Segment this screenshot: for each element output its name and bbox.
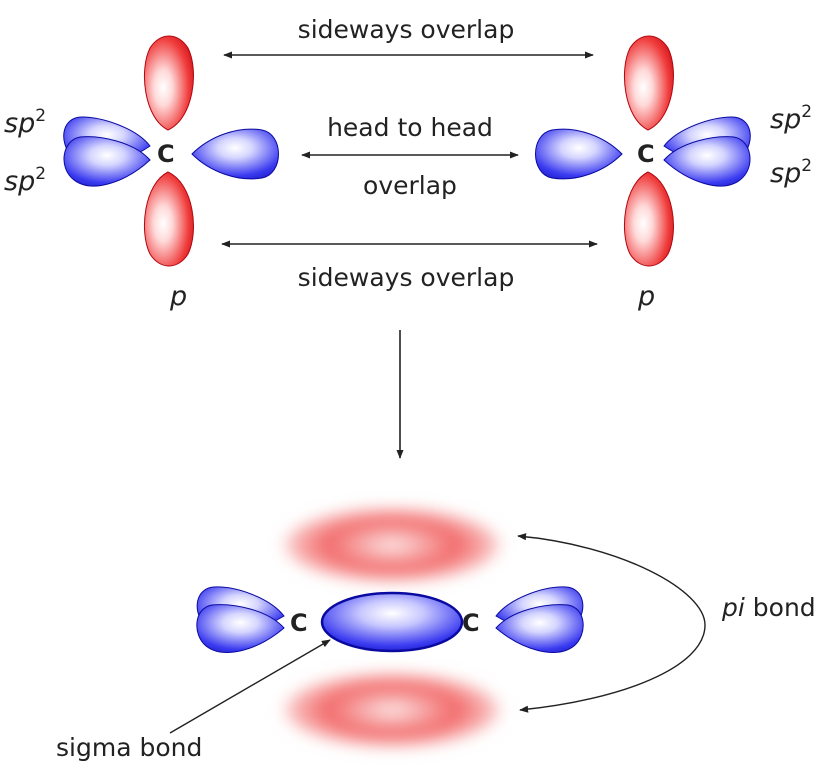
right-sp2-lobe-left	[535, 128, 623, 180]
right-sp2-label-upper: sp2	[770, 102, 812, 135]
sideways-overlap-top-label: sideways overlap	[298, 15, 515, 44]
right-carbon-label: C	[637, 140, 655, 168]
right-p-label: p	[637, 281, 655, 312]
right-sp2-lobe-lower	[663, 136, 751, 187]
pi-cloud-lower	[274, 668, 510, 752]
right-sp2-label-lower: sp2	[770, 156, 812, 189]
left-carbon-orbitals	[63, 35, 279, 267]
pi-bond-clouds	[274, 503, 510, 752]
left-p-lobe-up	[144, 35, 194, 131]
right-p-lobe-down	[624, 171, 674, 267]
left-sp2-label-upper: sp2	[4, 106, 46, 139]
left-p-lobe-down	[144, 171, 194, 267]
pi-bond-label: pi bond	[721, 593, 814, 622]
bottom-left-sp2-lobe-lower	[196, 604, 285, 653]
sigma-bond-label: sigma bond	[56, 733, 202, 762]
left-sp2-lobe-lower	[63, 136, 151, 187]
overlap-label: overlap	[363, 171, 457, 200]
bottom-left-sp2-lobes	[196, 586, 285, 653]
left-carbon-label: C	[157, 140, 175, 168]
sigma-bond-lobe	[320, 591, 464, 653]
right-p-lobe-up	[624, 35, 674, 131]
left-p-label: p	[169, 281, 187, 312]
left-sp2-label-lower: sp2	[4, 164, 46, 197]
bottom-left-carbon-label: C	[290, 609, 308, 637]
left-sp2-lobe-right	[191, 128, 279, 180]
sigma-bond-callout-arrow	[169, 639, 331, 734]
right-carbon-orbitals	[535, 35, 751, 267]
head-to-head-label: head to head	[327, 113, 493, 142]
pi-bond-callout-arrow	[517, 533, 706, 713]
pi-cloud-upper	[274, 503, 510, 587]
bottom-right-carbon-label: C	[462, 609, 480, 637]
sideways-overlap-bottom-label: sideways overlap	[298, 263, 515, 292]
bottom-right-sp2-lobes	[495, 586, 584, 653]
